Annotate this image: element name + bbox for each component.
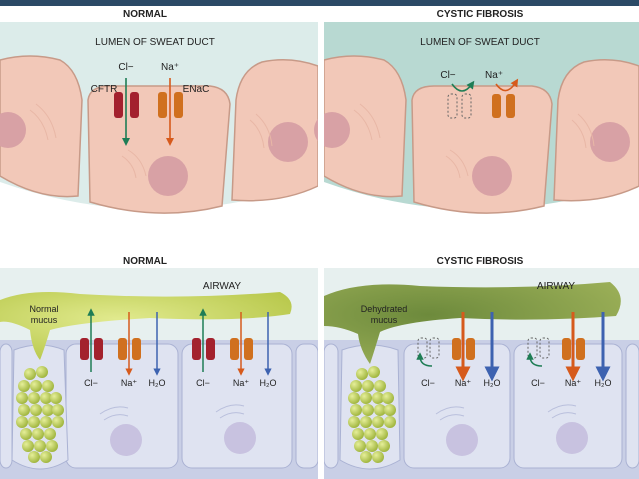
nucleus — [148, 156, 188, 196]
enac-channel-icon — [562, 338, 585, 360]
region-label: LUMEN OF SWEAT DUCT — [420, 37, 540, 48]
enac-channel-icon — [230, 338, 253, 360]
panel-title: NORMAL — [123, 9, 167, 20]
water-label: H₂O — [260, 378, 277, 388]
nucleus — [590, 122, 630, 162]
airway-cells — [0, 343, 319, 469]
nucleus — [268, 122, 308, 162]
cftr-channel-icon — [114, 92, 139, 118]
nucleus — [446, 424, 478, 456]
enac-channel-icon — [118, 338, 141, 360]
defective-cftr-channel-icon — [447, 93, 472, 119]
water-label: H₂O — [149, 378, 166, 388]
nucleus — [472, 156, 512, 196]
enac-label: ENaC — [183, 84, 210, 95]
nucleus — [556, 422, 588, 454]
sodium-label: Na⁺ — [161, 62, 179, 73]
mucus-granules — [16, 366, 64, 463]
mucus-layer — [0, 292, 292, 360]
chloride-blocked-arrow-icon — [416, 352, 433, 367]
region-label: AIRWAY — [537, 281, 575, 292]
airway-cells — [323, 343, 639, 469]
water-label: H₂O — [484, 378, 501, 388]
panel-airway-normal: NORMAL AIRWAY Normal mucus Cl− Na⁺ H₂O C… — [0, 256, 319, 479]
panel-airway-cf: CYSTIC FIBROSIS AIRWAY Dehydrated mucus … — [323, 256, 639, 479]
mucus-label-line2: mucus — [31, 315, 58, 325]
sodium-blocked-arrow-icon — [495, 78, 519, 92]
panel-title: CYSTIC FIBROSIS — [437, 256, 524, 267]
chloride-label: Cl− — [118, 62, 133, 73]
panel-sweat-duct-normal: NORMAL LUMEN OF SWEAT DUCT Cl− Na⁺ CFTR … — [0, 9, 319, 240]
enac-channel-icon — [158, 92, 183, 118]
nucleus — [110, 424, 142, 456]
mucus-label-line1: Dehydrated — [361, 304, 408, 314]
vertical-divider — [318, 6, 324, 479]
defective-cftr-channel-icon — [417, 337, 440, 359]
sodium-label: Na⁺ — [485, 70, 503, 81]
chloride-blocked-arrow-icon — [451, 80, 475, 92]
top-strip — [0, 0, 639, 6]
chloride-label: Cl− — [421, 378, 435, 388]
chloride-blocked-arrow-icon — [526, 352, 543, 367]
mucus-label-line1: Normal — [29, 304, 58, 314]
panel-sweat-duct-cf: CYSTIC FIBROSIS LUMEN OF SWEAT DUCT Cl− … — [314, 9, 639, 240]
enac-channel-icon — [452, 338, 475, 360]
chloride-label: Cl− — [440, 70, 455, 81]
enac-channel-icon — [492, 94, 515, 118]
mucus-granules — [348, 366, 396, 463]
epithelial-cells — [0, 55, 319, 214]
cftr-channel-icon — [80, 338, 103, 360]
sodium-label: Na⁺ — [455, 378, 472, 388]
nucleus — [0, 112, 26, 148]
panel-title: NORMAL — [123, 256, 167, 267]
sodium-label: Na⁺ — [233, 378, 250, 388]
defective-cftr-channel-icon — [527, 337, 550, 359]
water-label: H₂O — [595, 378, 612, 388]
cftr-channel-icon — [192, 338, 215, 360]
chloride-label: Cl− — [84, 378, 98, 388]
region-label: LUMEN OF SWEAT DUCT — [95, 37, 215, 48]
sodium-label: Na⁺ — [121, 378, 138, 388]
nucleus — [224, 422, 256, 454]
chloride-label: Cl− — [196, 378, 210, 388]
panel-title: CYSTIC FIBROSIS — [437, 9, 524, 20]
chloride-label: Cl− — [531, 378, 545, 388]
dehydrated-mucus-layer — [324, 282, 621, 364]
sodium-label: Na⁺ — [565, 378, 582, 388]
cftr-label: CFTR — [91, 84, 118, 95]
region-label: AIRWAY — [203, 281, 241, 292]
mucus-label-line2: mucus — [371, 315, 398, 325]
